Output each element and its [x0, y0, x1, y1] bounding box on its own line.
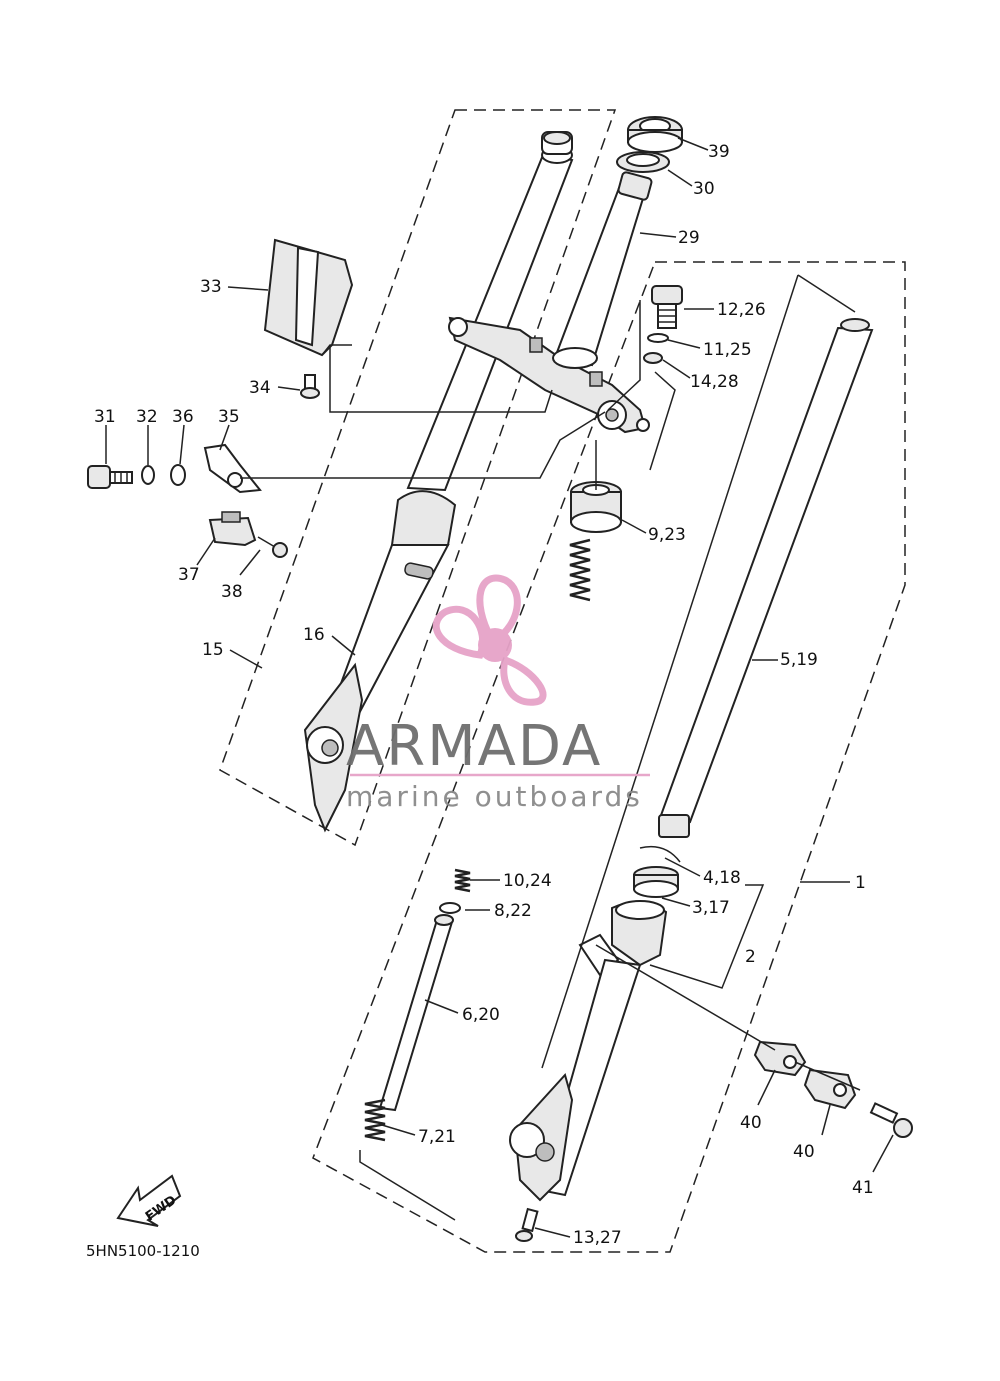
- diagram-code: 5HN5100-1210: [86, 1242, 200, 1260]
- clip-4: [639, 845, 681, 863]
- washer-14: [643, 352, 663, 364]
- bolt-31: [87, 465, 133, 489]
- callout-14: 14,28: [690, 372, 739, 392]
- oring-11: [647, 333, 669, 343]
- callout-36: 36: [172, 407, 194, 427]
- fork-spring-upper: [569, 538, 591, 602]
- fwd-arrow: FWD: [116, 1174, 182, 1227]
- ref-line-5b: [541, 274, 799, 1069]
- under-bracket: [448, 316, 650, 434]
- ref-line-40b: [794, 1061, 861, 1091]
- callout-12: 12,26: [717, 300, 766, 320]
- callout-37: 37: [178, 565, 200, 585]
- callout-3: 3,17: [692, 898, 730, 918]
- leader-lines: [105, 137, 894, 1238]
- ref-line-14: [649, 371, 676, 471]
- callout-13: 13,27: [573, 1228, 622, 1248]
- callout-38: 38: [221, 582, 243, 602]
- callout-39: 39: [708, 142, 730, 162]
- spring-7: [364, 1098, 386, 1142]
- clip-35: [203, 443, 262, 494]
- bolt-12: [651, 285, 683, 329]
- callout-1: 1: [855, 873, 866, 893]
- callout-16: 16: [303, 625, 325, 645]
- ref-line-35: [240, 411, 606, 479]
- callout-35: 35: [218, 407, 240, 427]
- callout-labels: 39 30 29 33 12,26 11,25 14,28 34 31 32 3…: [94, 142, 874, 1248]
- callout-6: 6,20: [462, 1005, 500, 1025]
- ref-line-5: [797, 274, 856, 313]
- propeller-icon: [432, 574, 547, 706]
- ring-8: [439, 902, 461, 914]
- seal-3: [633, 866, 679, 898]
- callout-40a: 40: [740, 1113, 762, 1133]
- callout-31: 31: [94, 407, 116, 427]
- cover-33: [263, 238, 354, 357]
- steering-stem: [552, 171, 653, 369]
- clamp-40-lower: [803, 1068, 857, 1110]
- callout-33: 33: [200, 277, 222, 297]
- ref-line-7: [359, 1150, 456, 1221]
- callout-40b: 40: [793, 1142, 815, 1162]
- fork-tube-left: [303, 131, 574, 833]
- bearing-39: [627, 116, 683, 153]
- assembly-1-boundary: [312, 261, 906, 1253]
- callout-5: 5,19: [780, 650, 818, 670]
- ref-line-12: [607, 300, 641, 411]
- ref-line-33: [329, 345, 553, 413]
- callout-30: 30: [693, 179, 715, 199]
- clamp-40-upper: [753, 1040, 807, 1077]
- watermark-tagline: marine outboards: [346, 780, 643, 813]
- inner-tube-5: [658, 318, 874, 838]
- bolt-38: [257, 536, 288, 558]
- callout-10: 10,24: [503, 871, 552, 891]
- bolt-13: [515, 1207, 539, 1242]
- callout-15: 15: [202, 640, 224, 660]
- callout-41: 41: [852, 1178, 874, 1198]
- seal-30: [616, 151, 670, 173]
- bolt-41: [869, 1102, 913, 1138]
- rebound-spring-10: [454, 868, 471, 893]
- outer-tube-2: [509, 900, 668, 1202]
- callout-9: 9,23: [648, 525, 686, 545]
- damper-rod-6: [378, 914, 454, 1112]
- seal-9: [570, 481, 622, 533]
- assembly-15-boundary: [219, 109, 617, 847]
- callout-11: 11,25: [703, 340, 752, 360]
- callout-7: 7,21: [418, 1127, 456, 1147]
- callout-34: 34: [249, 378, 271, 398]
- ref-line-40: [595, 944, 776, 1051]
- callout-8: 8,22: [494, 901, 532, 921]
- clamp-37: [208, 511, 257, 547]
- callout-2: 2: [745, 947, 756, 967]
- washer-32: [141, 465, 155, 485]
- washer-36: [170, 464, 186, 486]
- callout-4: 4,18: [703, 868, 741, 888]
- bolt-34: [300, 374, 320, 399]
- callout-29: 29: [678, 228, 700, 248]
- watermark-brand: ARMADA: [346, 714, 602, 779]
- callout-32: 32: [136, 407, 158, 427]
- armada-logo: ARMADA marine outboards: [346, 574, 650, 813]
